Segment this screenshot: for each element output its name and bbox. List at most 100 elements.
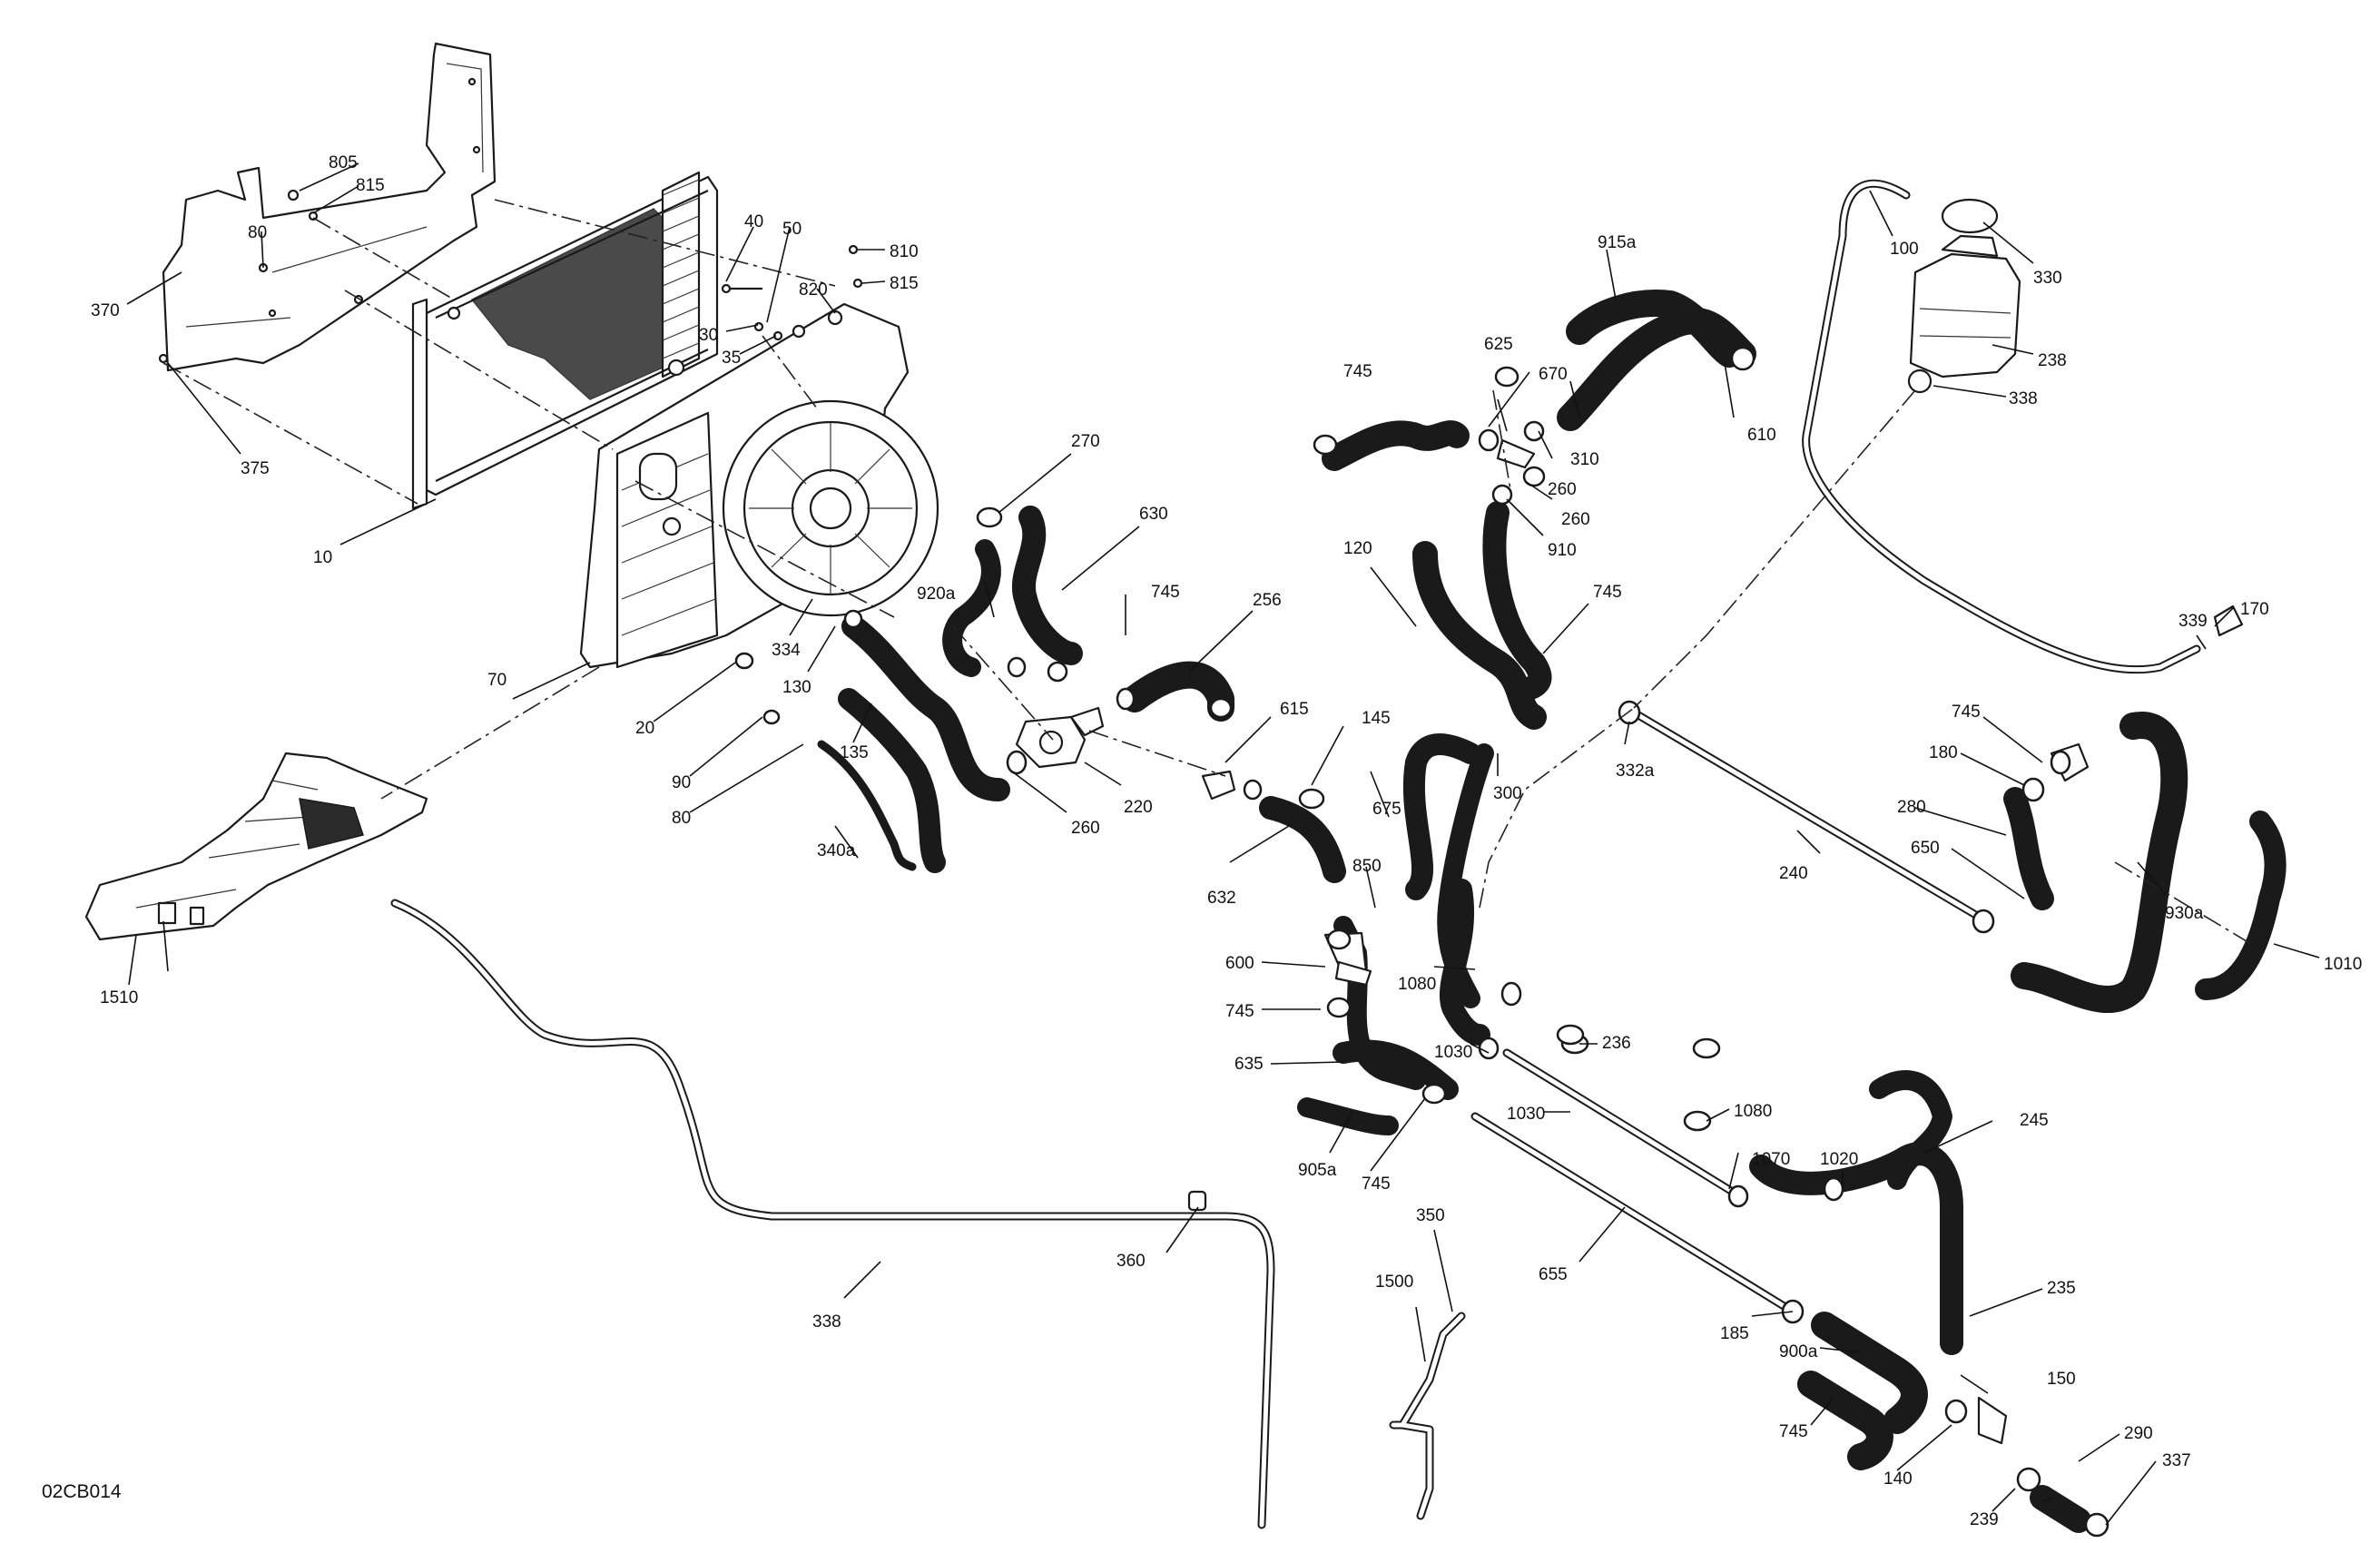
callout-238: 338 [2009,389,2038,408]
clamps [734,346,2110,1538]
small-tubes [817,740,1466,1520]
callout-100: 330 [2033,269,2062,288]
callout-655: 185 [1720,1324,1749,1343]
callout-170: 745 [1952,703,1981,722]
callout-30: 30 [699,326,718,345]
callout-850: 850 [1352,857,1382,876]
callout-334: 334 [772,641,801,660]
callout-337: 338 [812,1312,841,1332]
callout-80b: 80 [672,809,691,828]
callout-1070: 1020 [1820,1150,1858,1169]
callout-370: 370 [91,301,120,320]
callout-920a: 920a [917,585,956,604]
callout-350: 1500 [1375,1273,1413,1292]
callout-635: 635 [1234,1055,1264,1074]
callout-40: 40 [744,212,763,231]
callout-300: 300 [1493,784,1522,803]
hardware [158,189,863,364]
callout-745d: 745 [1343,362,1372,381]
callout-675: 675 [1372,800,1401,819]
callout-650: 240 [1779,864,1808,883]
callout-339: 170 [2240,600,2269,619]
callout-1030: 236 [1602,1034,1631,1053]
callout-670: 310 [1570,450,1599,469]
callout-820: 820 [799,280,828,300]
callout-745h: 140 [1883,1469,1913,1489]
callout-910: 120 [1343,539,1372,558]
callout-310: 610 [1747,426,1776,445]
hoses-center [838,506,1481,1135]
pipe-245 [1470,1112,1797,1316]
callout-10: 10 [313,548,332,567]
callout-140: 239 [1970,1510,1999,1529]
callout-235: 150 [2047,1370,2076,1389]
callout-745c: 745 [1362,1174,1391,1194]
callout-20: 20 [635,719,654,738]
callout-256: 256 [1253,591,1282,610]
callout-810: 810 [890,242,919,261]
pipe-650 [1629,708,1983,921]
overflow-tube [1802,179,2201,674]
callout-260: 260 [1071,819,1100,838]
callout-745f: 332a [1616,762,1655,781]
callout-745e: 670 [1539,365,1568,384]
leader-lines [126,162,2320,1526]
callout-90: 90 [672,773,691,792]
callout-1500: 1510 [100,988,138,1007]
callout-625: 625 [1484,335,1513,354]
callout-239: 235 [2047,1279,2076,1298]
callout-340a: 340a [817,841,856,860]
callout-745g: 180 [1929,743,1958,762]
fittings [1201,438,2244,1445]
callout-280: 650 [1911,839,1940,858]
callout-332a: 100 [1890,240,1919,259]
callout-1080: 1030 [1434,1043,1472,1062]
callout-labels: 805 815 80 370 375 10 40 50 30 35 820 81… [91,153,2362,1529]
callout-270: 270 [1071,432,1100,451]
thermostat-housing [1015,706,1105,769]
callout-260c: 910 [1548,541,1577,560]
assembly-lines [162,199,2252,945]
callout-375: 375 [241,459,270,478]
callout-815: 815 [356,176,385,195]
callout-615: 615 [1280,700,1309,719]
callout-180: 280 [1897,798,1926,817]
callout-245: 655 [1539,1265,1568,1284]
callout-1030b: 1080 [1734,1102,1772,1121]
callout-150: 290 [2124,1424,2153,1443]
callout-220: 220 [1124,798,1153,817]
callout-260b: 260 [1548,480,1577,499]
callout-338: 339 [2178,612,2208,631]
callout-632: 632 [1207,889,1236,908]
callout-1080b: 1070 [1752,1150,1790,1169]
hoses-right [1749,712,2287,1533]
callout-610: 260 [1561,510,1590,529]
callout-130: 130 [782,678,811,697]
pipe-236 [1502,1048,1747,1203]
callout-290: 337 [2162,1451,2191,1470]
callout-135: 135 [840,743,869,762]
callout-915a: 915a [1598,233,1637,252]
callout-930a: 1010 [2324,955,2362,974]
callout-1010: 1080 [1398,975,1436,994]
callout-805: 805 [329,153,358,172]
reservoir [1907,198,2021,394]
callout-900a: 745 [1779,1422,1808,1441]
callout-145: 145 [1362,709,1391,728]
callout-360: 350 [1416,1206,1445,1225]
radiator [411,171,719,510]
callout-120: 745 [1593,583,1622,602]
callout-330: 238 [2038,351,2067,370]
diagram-reference-code: 02CB014 [42,1481,122,1502]
callout-236: 1030 [1507,1105,1545,1124]
callout-70: 70 [487,671,506,690]
fan-shroud [579,302,939,669]
callout-1020: 245 [2020,1111,2049,1130]
callout-905a: 905a [1298,1161,1337,1180]
tube-337 [390,899,1275,1529]
callout-815b: 815 [890,274,919,293]
callout-745: 745 [1151,583,1180,602]
callout-240: 930a [2165,904,2204,923]
callout-745b: 745 [1225,1002,1254,1021]
